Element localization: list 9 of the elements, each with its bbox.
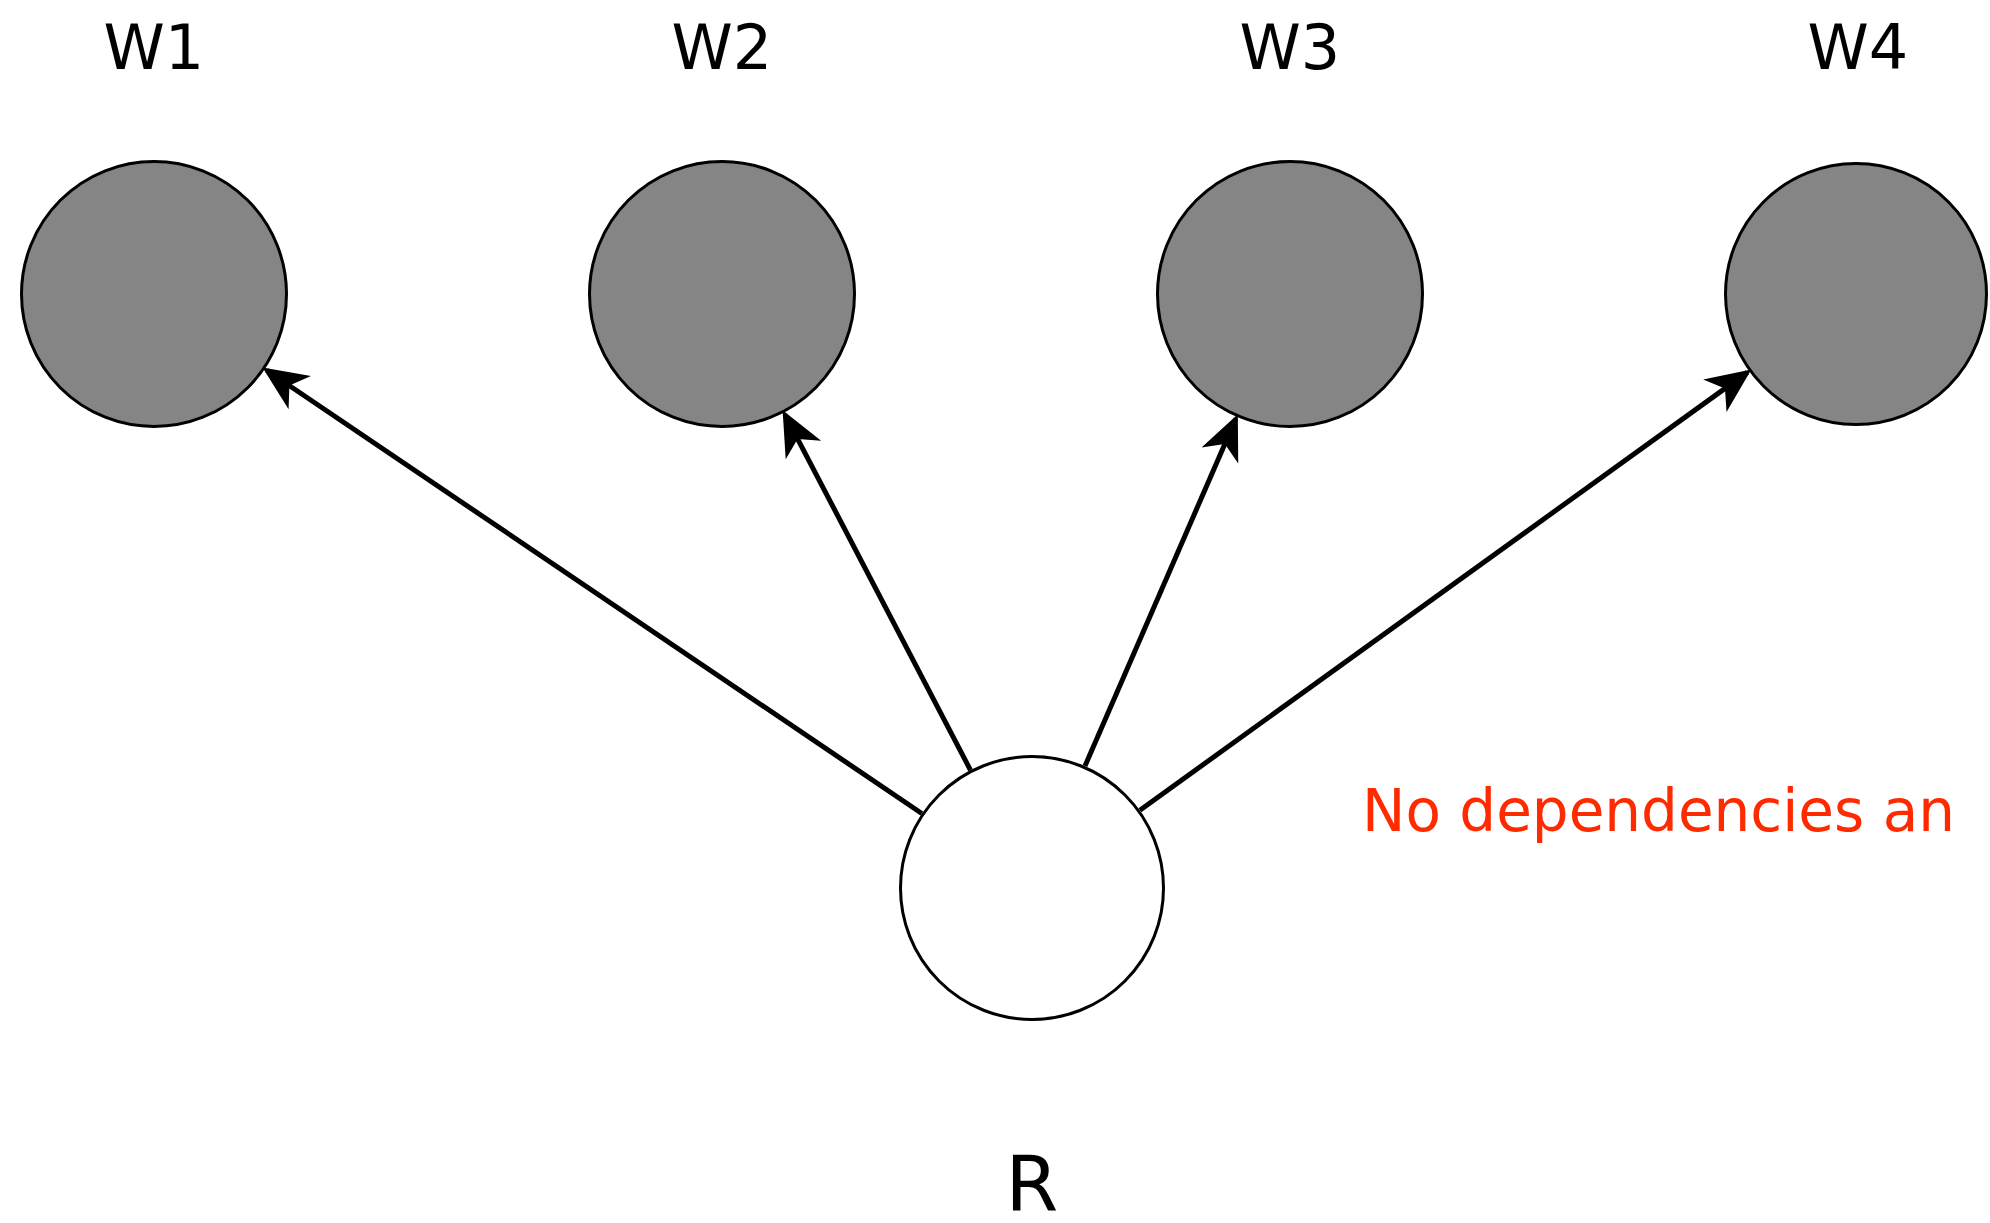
arrow — [1082, 414, 1239, 767]
node-label: W1 — [103, 17, 205, 79]
arrow — [782, 410, 973, 772]
node-label: W4 — [1807, 17, 1909, 79]
node-label: R — [1005, 1147, 1059, 1223]
node-label: W2 — [671, 17, 773, 79]
arrow — [262, 367, 924, 816]
node-label: W3 — [1239, 17, 1341, 79]
arrow — [1138, 369, 1752, 813]
